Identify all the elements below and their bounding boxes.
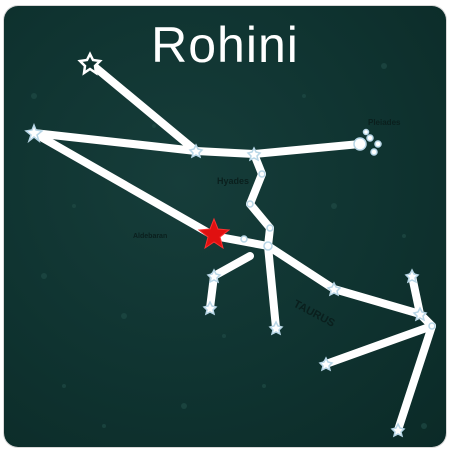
line-segment	[30, 129, 218, 240]
line-segment	[246, 200, 274, 232]
line-segment	[408, 272, 424, 318]
line-segment	[330, 285, 424, 318]
constellation-card: Rohini Pleiades Hyades Aldebaran TAURUS	[4, 6, 446, 447]
hyades-label: Hyades	[217, 176, 250, 186]
star-icon	[77, 51, 103, 76]
star-icon	[266, 224, 274, 232]
star-icon	[428, 322, 436, 330]
star-icon	[258, 170, 266, 178]
line-segment	[30, 129, 200, 155]
star-icon	[370, 148, 378, 156]
star-icon	[206, 268, 222, 284]
star-icon	[24, 122, 44, 144]
line-segment	[192, 147, 258, 158]
line-segment	[210, 252, 254, 280]
star-icon	[188, 143, 204, 159]
star-icon	[412, 306, 428, 322]
star-icon	[240, 235, 248, 243]
pleiades-label: Pleiades	[368, 118, 401, 127]
star-icon	[202, 300, 218, 316]
star-icon	[318, 356, 334, 372]
line-segment	[264, 242, 280, 332]
star-icon	[374, 140, 382, 148]
star-icon	[366, 134, 374, 142]
line-segment	[264, 242, 338, 293]
line-segment	[322, 322, 436, 368]
constellation-diagram	[24, 51, 436, 438]
star-icon	[246, 200, 254, 208]
stars	[24, 51, 436, 438]
star-icon	[404, 268, 420, 284]
star-icon	[326, 281, 342, 297]
line-segment	[246, 170, 266, 208]
star-icon	[263, 241, 273, 251]
constellation-lines	[30, 59, 436, 434]
star-icon	[390, 422, 406, 438]
line-segment	[250, 140, 364, 158]
highlight-star-icon	[197, 217, 231, 250]
line-segment	[86, 59, 200, 155]
star-icon	[246, 146, 262, 162]
sky-texture	[31, 63, 427, 429]
star-icon	[353, 137, 367, 151]
star-icon	[362, 128, 370, 136]
line-segment	[394, 322, 436, 434]
aldebaran-label: Aldebaran	[133, 233, 168, 240]
page-title: Rohini	[151, 17, 299, 73]
star-icon	[268, 320, 284, 336]
